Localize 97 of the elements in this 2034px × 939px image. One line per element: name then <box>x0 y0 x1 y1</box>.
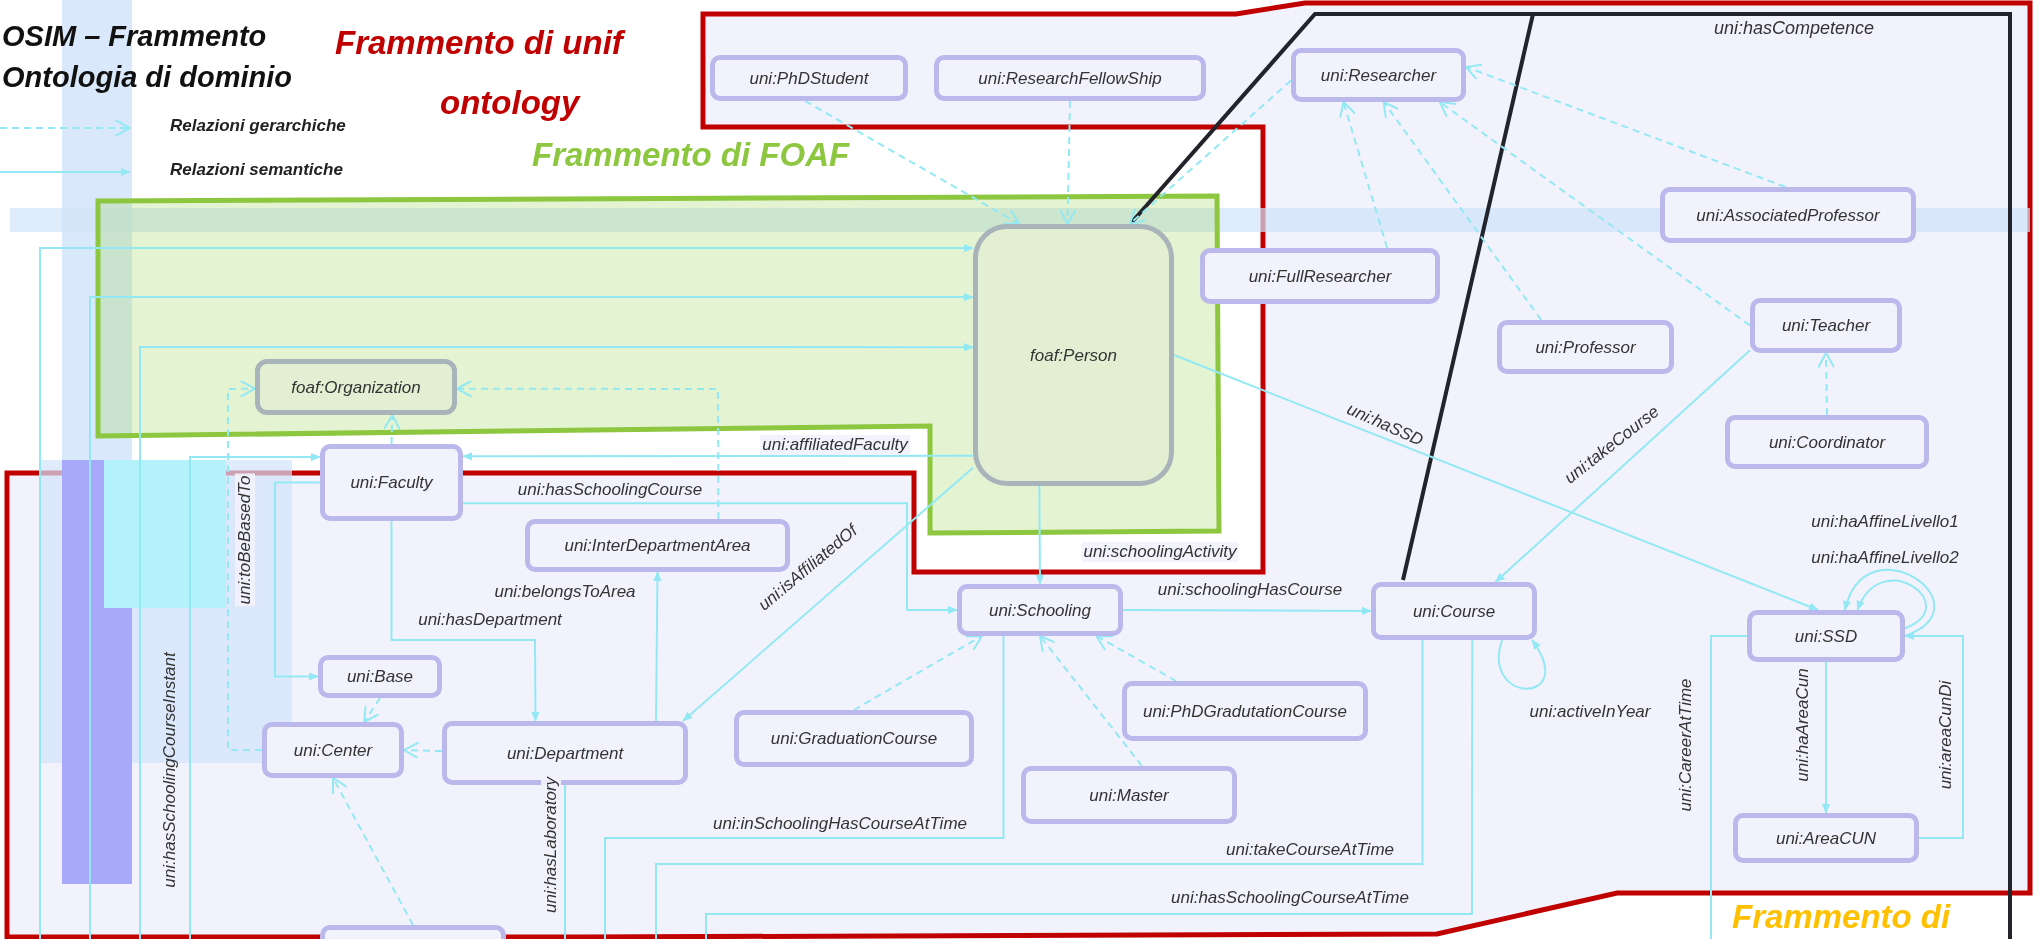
class-box <box>318 655 442 698</box>
relation-label: uni:hasSchoolingCourseInstant <box>160 652 180 888</box>
edge-label: uni:belongsToArea <box>492 582 638 602</box>
edge-label: uni:inSchoolingHasCourseAtTime <box>711 814 969 834</box>
dashed-arrow <box>853 635 983 711</box>
class-name: uni:Department <box>506 742 624 765</box>
arrow <box>462 502 958 615</box>
arrow <box>1904 631 1964 839</box>
class-name: uni:Teacher <box>1781 315 1871 337</box>
class-name: uni:Professor <box>1535 336 1636 359</box>
arrow <box>1122 606 1372 616</box>
dashed-arrow <box>332 777 414 926</box>
edge-label: uni:hasSchoolingCourse <box>515 480 705 500</box>
edge-label: uni:hasLaboratory <box>541 774 561 916</box>
class-name: uni:SSD <box>1794 625 1858 648</box>
class-box-stub <box>320 925 506 939</box>
dashed-arrow <box>1339 101 1389 249</box>
connector-line <box>604 635 1005 939</box>
class-name: uni:AssociatedProfessor <box>1696 204 1880 227</box>
arrow <box>390 520 540 722</box>
class-box <box>1200 248 1440 304</box>
arrow <box>653 571 662 722</box>
class-name: uni:Master <box>1089 784 1169 807</box>
fragment-title: Frammento di <box>1732 898 1951 936</box>
edge-label: uni:schoolingActivity <box>1081 542 1239 562</box>
dashed-arrow <box>1817 352 1836 416</box>
fragment-title: Frammento di FOAF <box>532 136 850 174</box>
arrow <box>1821 661 1831 814</box>
edge-label: uni:hasSchoolingCourseAtTime <box>1169 888 1411 908</box>
dashed-arrow <box>456 379 720 520</box>
arrow <box>462 452 974 461</box>
dashed-arrow <box>1128 79 1292 225</box>
dashed-arrow <box>382 414 401 445</box>
dashed-arrow <box>363 697 381 723</box>
edge-label: uni:hasDepartment <box>416 610 564 630</box>
connector-line <box>564 784 566 939</box>
dashed-arrow <box>1465 63 1787 188</box>
class-box <box>1122 681 1368 741</box>
fragment-title: ontology <box>440 84 580 122</box>
class-box <box>1371 582 1537 640</box>
class-name: uni:Base <box>346 666 414 688</box>
arrow <box>1856 579 1928 630</box>
class-name: uni:InterDepartmentArea <box>564 535 751 557</box>
class-box <box>262 722 404 778</box>
connector-line <box>1710 635 1748 939</box>
dashed-arrow <box>227 379 263 751</box>
class-name: foaf:Person <box>1030 344 1117 367</box>
class-box <box>1660 187 1916 243</box>
edge-label: uni:affiliatedFaculty <box>760 435 910 455</box>
class-box <box>1021 766 1237 824</box>
arrow <box>1494 349 1751 583</box>
arrow <box>189 452 321 939</box>
class-box <box>710 55 908 101</box>
class-name: uni:PhDGradutationCourse <box>1142 700 1348 723</box>
class-name: uni:Schooling <box>988 599 1092 622</box>
relation-label: uni:hasCompetence <box>1714 18 1875 39</box>
arrow <box>682 466 974 722</box>
class-name: uni:GraduationCourse <box>770 728 938 750</box>
class-box <box>957 584 1123 636</box>
dashed-arrow <box>1382 101 1543 321</box>
dashed-arrow <box>403 741 443 760</box>
dashed-arrow <box>1039 635 1143 767</box>
class-name: uni:Center <box>293 739 373 762</box>
class-name: foaf:Organization <box>291 376 421 399</box>
class-box <box>1733 813 1919 863</box>
class-box <box>973 224 1174 486</box>
arrow <box>274 481 321 681</box>
legend-text: Relazioni semantiche <box>170 160 343 180</box>
legend-text: Relazioni gerarchiche <box>170 116 346 136</box>
class-name: uni:AreaCUN <box>1775 827 1877 850</box>
class-name: uni:ResearchFellowShip <box>978 67 1162 90</box>
edge-label: uni:toBeBasedTo <box>235 473 255 607</box>
class-name: uni:PhDStudent <box>749 67 869 90</box>
class-box <box>1497 320 1674 374</box>
class-name: uni:FullResearcher <box>1248 265 1392 288</box>
class-box <box>255 359 457 415</box>
dashed-arrow <box>1438 101 1751 327</box>
class-box <box>1725 415 1929 469</box>
class-box <box>1747 610 1905 662</box>
edge-label: uni:schoolingHasCourse <box>1155 580 1345 600</box>
class-name: uni:Coordinator <box>1768 431 1886 454</box>
dashed-arrow <box>1058 100 1077 225</box>
arrow <box>1843 568 1936 637</box>
dashed-arrow <box>804 100 1021 225</box>
class-name: uni:Faculty <box>350 472 433 494</box>
dashed-arrow <box>1095 635 1178 682</box>
class-name: uni:Researcher <box>1320 64 1437 87</box>
arrow <box>1173 354 1820 611</box>
class-box <box>734 710 974 767</box>
arrow <box>1498 639 1546 690</box>
class-box <box>1291 48 1466 102</box>
class-name: uni:Course <box>1412 600 1496 623</box>
arrow <box>1035 485 1045 585</box>
class-box <box>934 55 1206 101</box>
diagram-title: OSIM – Frammento Ontologia di dominio <box>2 19 293 95</box>
class-box <box>1750 298 1902 353</box>
class-box <box>320 444 463 521</box>
